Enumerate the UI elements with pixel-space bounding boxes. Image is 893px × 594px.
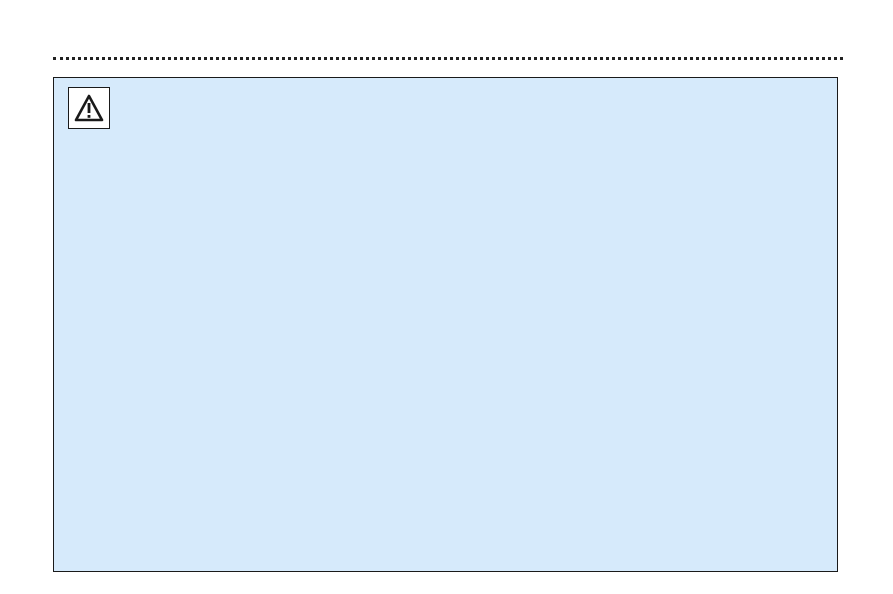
dotted-separator	[53, 57, 843, 60]
warning-triangle-icon	[74, 94, 104, 122]
warning-icon-frame	[68, 87, 110, 129]
warning-callout-box	[53, 77, 838, 572]
